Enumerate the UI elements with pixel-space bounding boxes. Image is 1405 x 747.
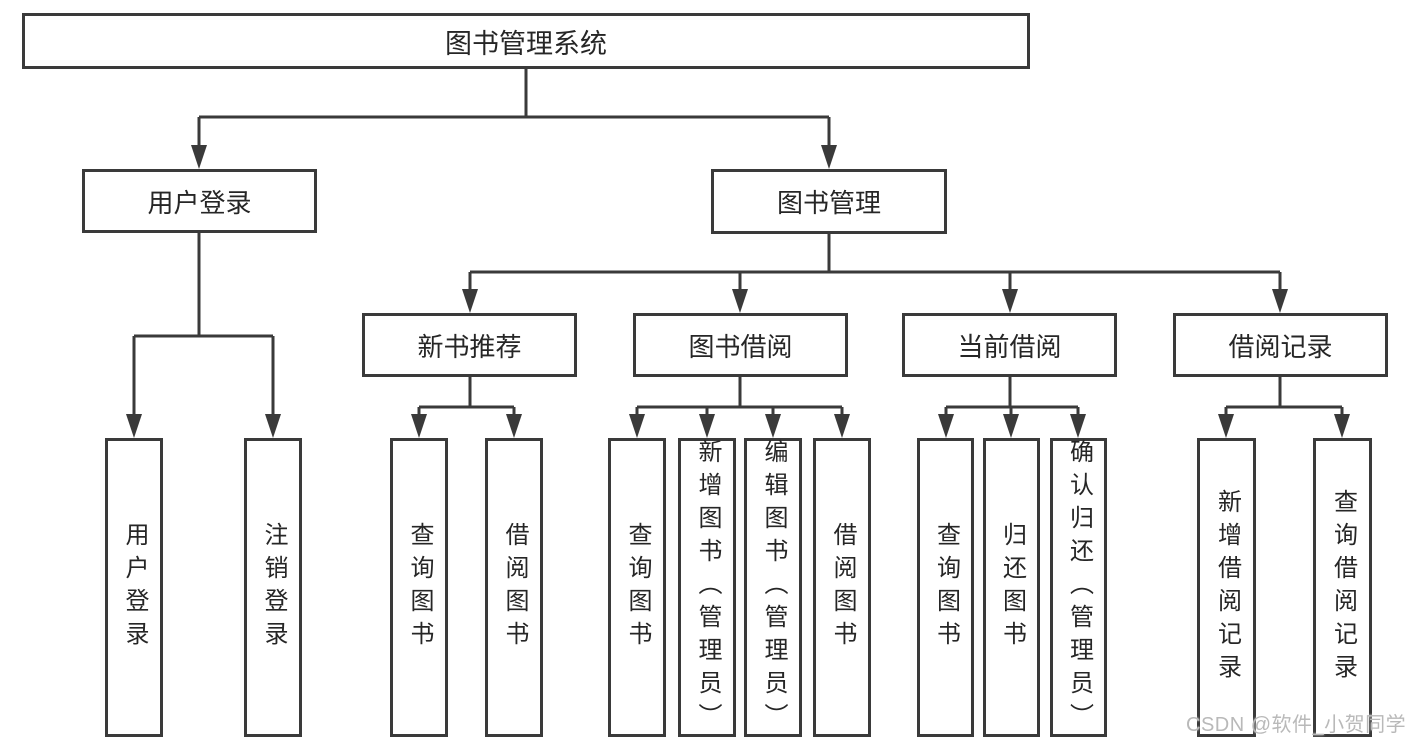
connector-current-borrow-children [938, 377, 1086, 438]
node-library-system: 图书管理系统 [22, 13, 1030, 69]
leaf-borrow-books-recommend: 借阅图书 [485, 438, 543, 737]
leaf-logout: 注销登录 [244, 438, 302, 737]
node-book-management: 图书管理 [711, 169, 947, 234]
leaf-add-books-admin: 新增图书（管理员） [678, 438, 736, 737]
leaf-query-books-current-label: 查询图书 [932, 521, 960, 654]
leaf-confirm-return-admin: 确认归还（管理员） [1050, 438, 1107, 737]
node-borrow-records: 借阅记录 [1173, 313, 1388, 377]
node-user-login: 用户登录 [82, 169, 317, 233]
leaf-borrow-books-label: 借阅图书 [829, 521, 856, 654]
leaf-add-books-admin-label: 新增图书（管理员） [694, 439, 721, 736]
leaf-query-books-borrow-label: 查询图书 [624, 521, 651, 654]
connector-borrow-records-children [1218, 377, 1350, 438]
leaf-add-borrow-record-label: 新增借阅记录 [1213, 488, 1241, 687]
leaf-query-books-recommend-label: 查询图书 [406, 521, 433, 654]
node-book-borrow: 图书借阅 [633, 313, 848, 377]
connector-user-login-children [126, 233, 281, 438]
node-book-borrow-label: 图书借阅 [688, 331, 793, 362]
leaf-borrow-books-recommend-label: 借阅图书 [501, 521, 528, 654]
connector-book-management-to-level3 [462, 234, 1288, 313]
connector-book-borrow-children [629, 377, 850, 438]
leaf-query-books-borrow: 查询图书 [608, 438, 666, 737]
csdn-watermark: CSDN @软件_小贺同学 [1186, 714, 1405, 736]
leaf-return-books: 归还图书 [983, 438, 1040, 737]
node-book-management-label: 图书管理 [776, 188, 881, 218]
node-new-book-recommend-label: 新书推荐 [417, 331, 522, 362]
leaf-user-login: 用户登录 [105, 438, 163, 737]
node-user-login-label: 用户登录 [147, 187, 252, 218]
leaf-query-books-current: 查询图书 [917, 438, 974, 737]
leaf-borrow-books: 借阅图书 [813, 438, 871, 737]
node-borrow-records-label: 借阅记录 [1228, 331, 1333, 362]
connector-new-book-children [411, 377, 522, 438]
connector-root-to-level2 [191, 69, 837, 169]
leaf-edit-books-admin: 编辑图书（管理员） [744, 438, 802, 737]
leaf-logout-label: 注销登录 [260, 521, 287, 654]
leaf-edit-books-admin-label: 编辑图书（管理员） [760, 439, 787, 736]
leaf-query-borrow-record-label: 查询借阅记录 [1329, 488, 1357, 687]
node-current-borrow-label: 当前借阅 [957, 331, 1062, 362]
node-new-book-recommend: 新书推荐 [362, 313, 577, 377]
leaf-return-books-label: 归还图书 [998, 521, 1026, 654]
leaf-confirm-return-admin-label: 确认归还（管理员） [1065, 439, 1093, 736]
leaf-query-borrow-record: 查询借阅记录 [1313, 438, 1372, 737]
node-library-system-label: 图书管理系统 [445, 28, 607, 59]
leaf-query-books-recommend: 查询图书 [390, 438, 448, 737]
leaf-user-login-label: 用户登录 [121, 521, 148, 654]
node-current-borrow: 当前借阅 [902, 313, 1117, 377]
leaf-add-borrow-record: 新增借阅记录 [1197, 438, 1256, 737]
